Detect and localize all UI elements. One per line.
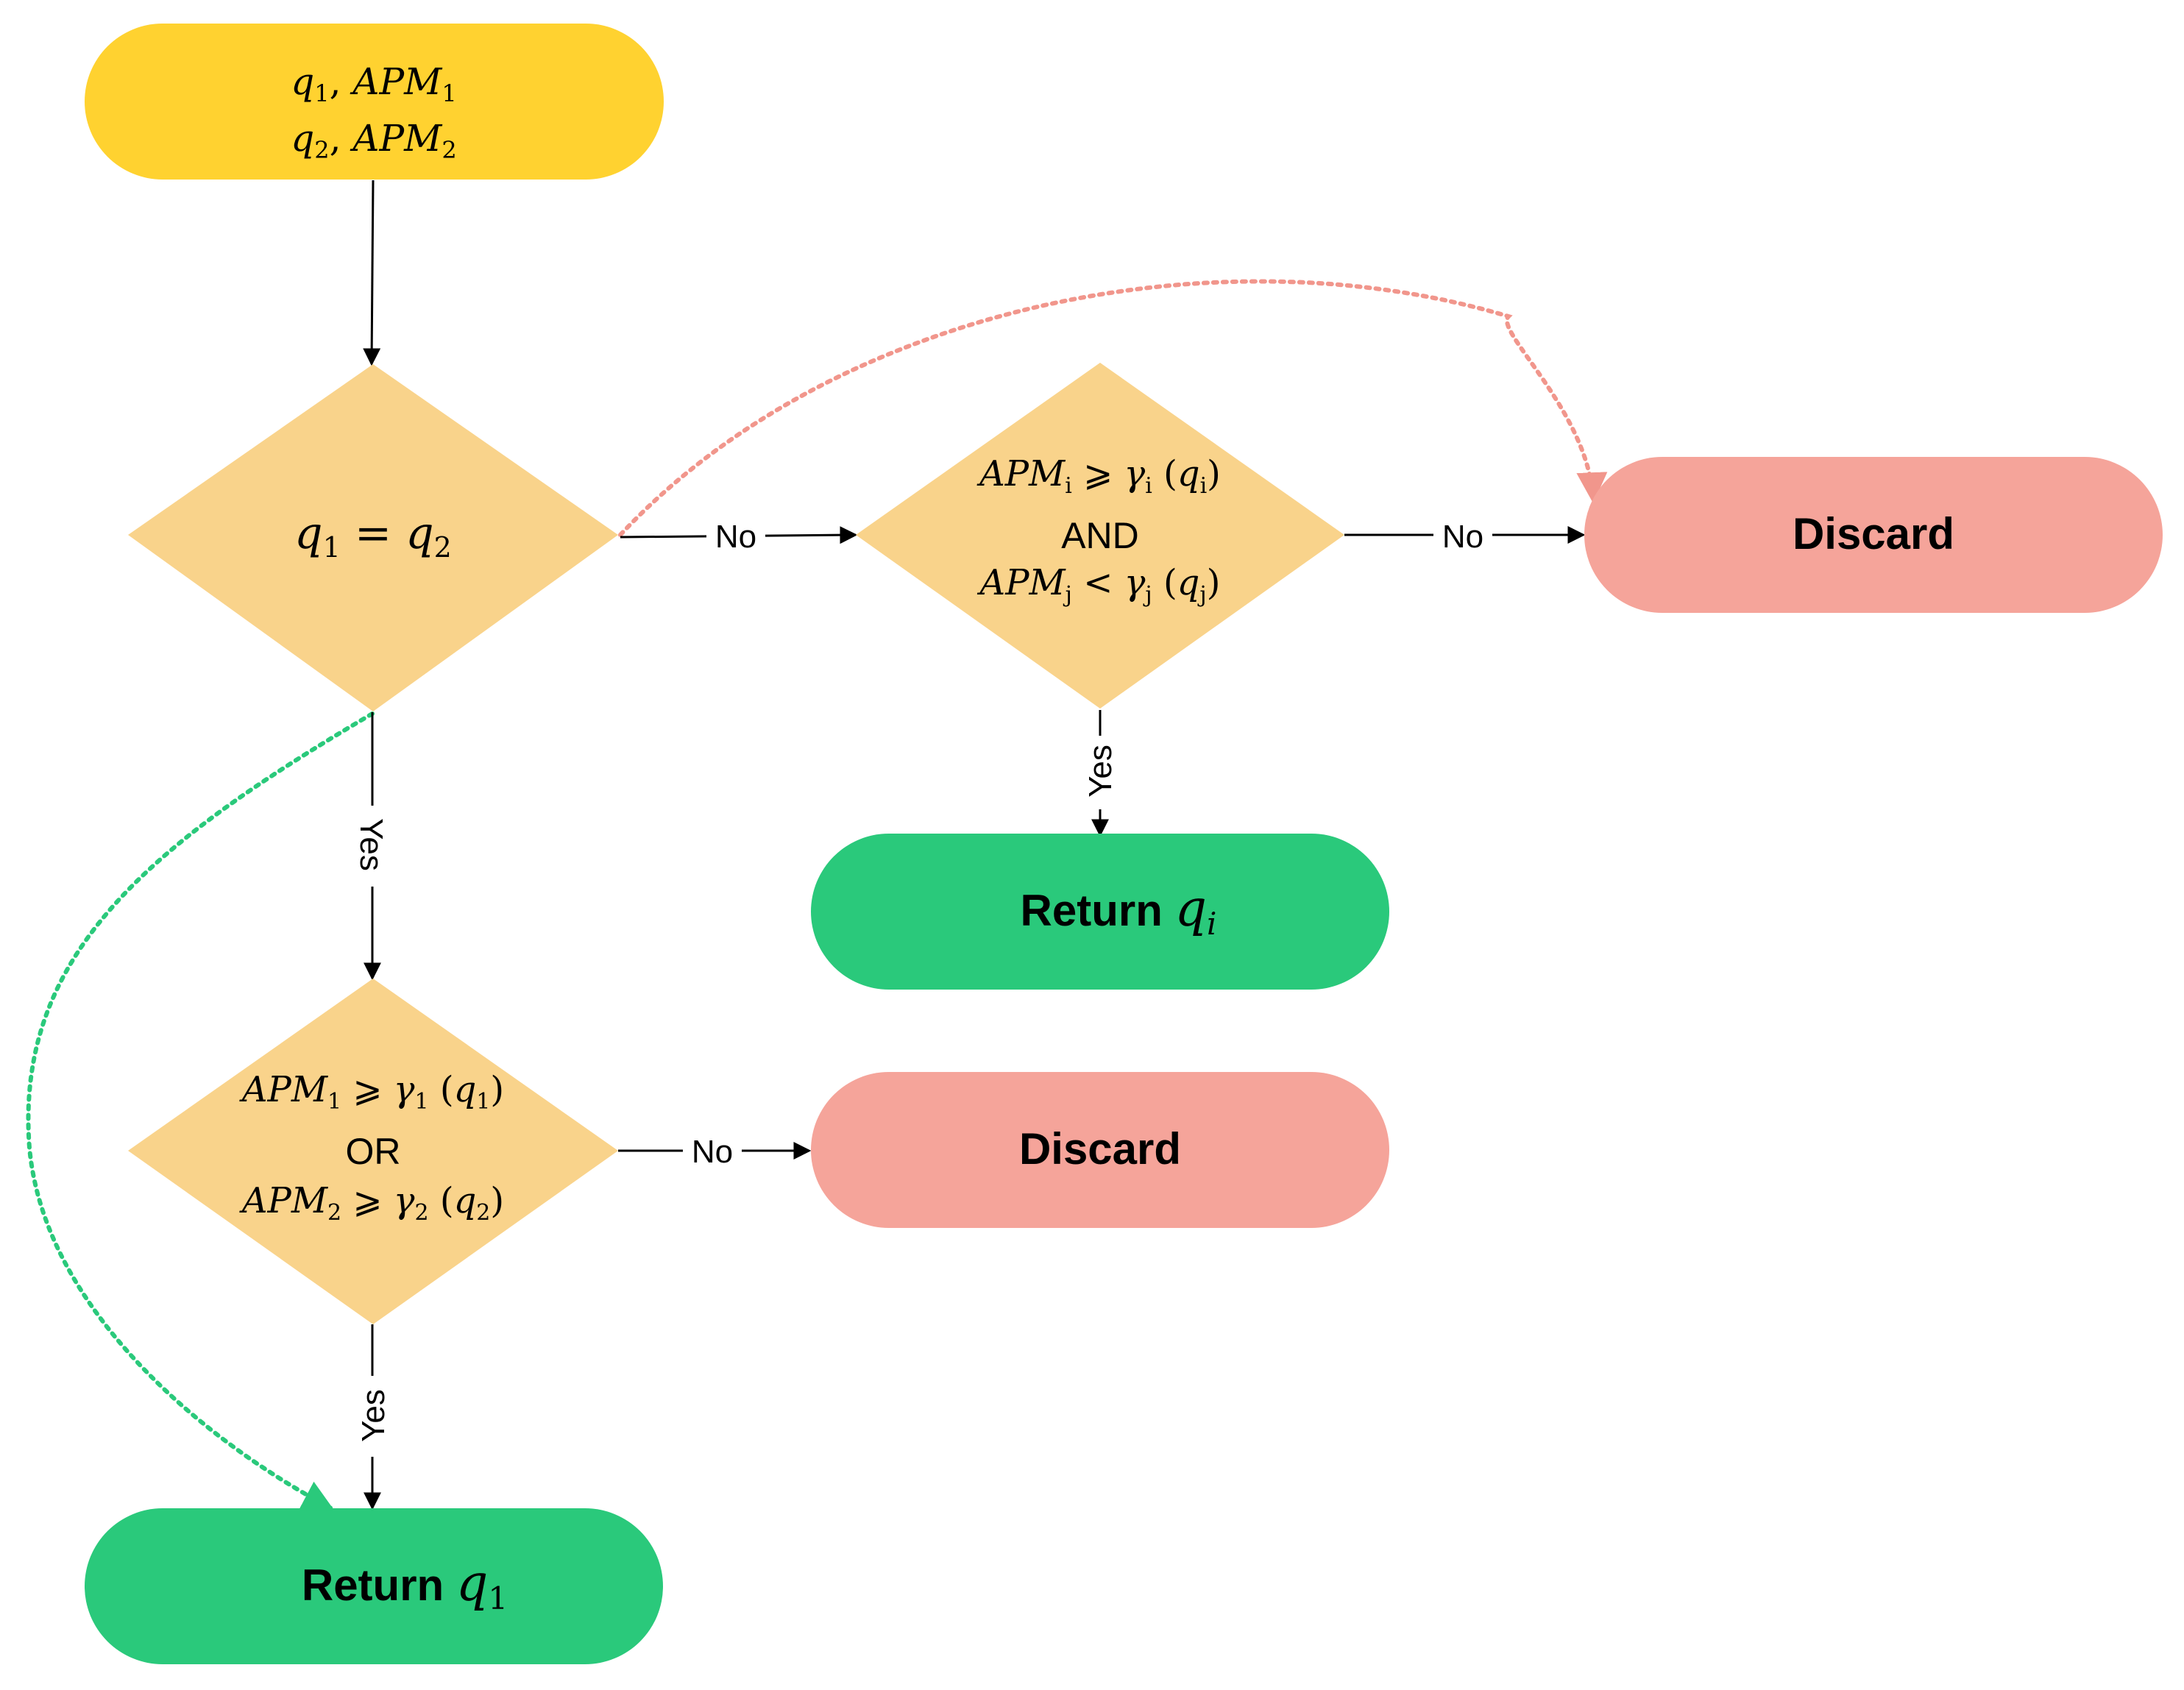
decision-3-connector: OR [346, 1131, 401, 1172]
decision-2-line-2: APMj < γj (qj) [977, 562, 1221, 608]
start-node [85, 24, 664, 180]
decision-2-line-1: APMi ⩾ γi (qi) [976, 453, 1221, 499]
decision-q1-equals-q2 [128, 364, 618, 711]
edge-label-d2-yes: Yes [1082, 745, 1118, 798]
edge-start-to-d1 [363, 180, 381, 366]
dotted-path-to-return-q1 [26, 711, 375, 1510]
start-line-2: q2, APM2 [291, 117, 456, 164]
decision-3-line-2: APM2 ⩾ γ2 (q2) [239, 1180, 504, 1226]
dotted-path-to-discard [618, 279, 1608, 537]
decision-apm-1-or-apm-2 [128, 979, 618, 1324]
return-qi-label: Return qi [1021, 880, 1217, 942]
discard-top-label: Discard [1793, 509, 1954, 558]
decision-apm-i-and-apm-j [856, 363, 1344, 709]
discard-node-mid [811, 1072, 1389, 1228]
edge-label-d3-yes: Yes [355, 1389, 391, 1442]
return-q1-label: Return q1 [302, 1555, 508, 1616]
edge-label-d1-yes: Yes [353, 818, 389, 871]
discard-mid-label: Discard [1019, 1124, 1181, 1174]
start-line-1: q1, APM1 [291, 60, 456, 107]
edge-label-d2-no: No [1442, 519, 1483, 555]
edge-label-d1-no: No [715, 519, 756, 555]
decision-2-connector: AND [1061, 515, 1139, 556]
decision-3-line-1: APM1 ⩾ γ1 (q1) [239, 1069, 504, 1115]
discard-node-top [1584, 457, 2163, 613]
return-q1-node [85, 1508, 663, 1664]
edge-label-d3-no: No [692, 1134, 733, 1170]
return-qi-node [811, 834, 1389, 990]
decision-1-text: q1 = q2 [294, 508, 452, 564]
